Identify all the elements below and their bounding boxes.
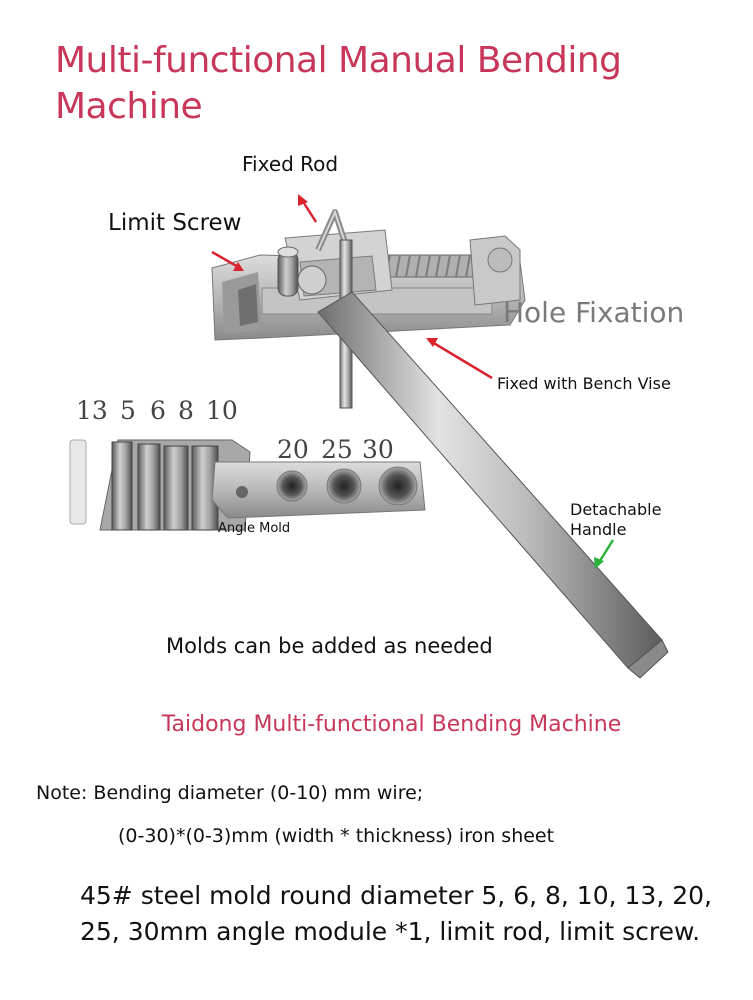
spec-text: 45# steel mold round diameter 5, 6, 8, 1… — [80, 881, 712, 946]
mold-size-6: 6 — [150, 396, 166, 425]
label-hole-fixation: Hole Fixation — [503, 296, 685, 329]
mold-pins — [69, 439, 251, 531]
subtitle: Taidong Multi-functional Bending Machine — [161, 712, 622, 737]
mold-size-25: 25 — [321, 435, 353, 464]
mold-size-20: 20 — [277, 435, 309, 464]
mold-size-10: 10 — [206, 396, 238, 425]
page-title: Multi-functional Manual Bending Machine — [55, 40, 622, 127]
angle-mold-block — [211, 461, 426, 519]
label-limit-screw: Limit Screw — [108, 210, 242, 236]
label-handle-2: Handle — [570, 520, 627, 539]
mold-size-30: 30 — [362, 435, 394, 464]
mold-size-8: 8 — [178, 396, 194, 425]
note-line-1: Note: Bending diameter (0-10) mm wire; — [36, 782, 424, 804]
label-handle-1: Detachable — [570, 500, 662, 519]
callout-arrows — [211, 194, 615, 569]
detachable-handle — [317, 291, 669, 679]
label-fixed-rod: Fixed Rod — [242, 152, 339, 176]
note-line-2: (0-30)*(0-3)mm (width * thickness) iron … — [118, 825, 555, 847]
molds-note: Molds can be added as needed — [166, 634, 493, 658]
bending-head — [277, 209, 393, 409]
label-angle-mold: Angle Mold — [218, 521, 291, 536]
mold-size-5: 5 — [120, 396, 136, 425]
mold-size-13: 13 — [76, 396, 108, 425]
label-bench-vise: Fixed with Bench Vise — [497, 374, 671, 393]
